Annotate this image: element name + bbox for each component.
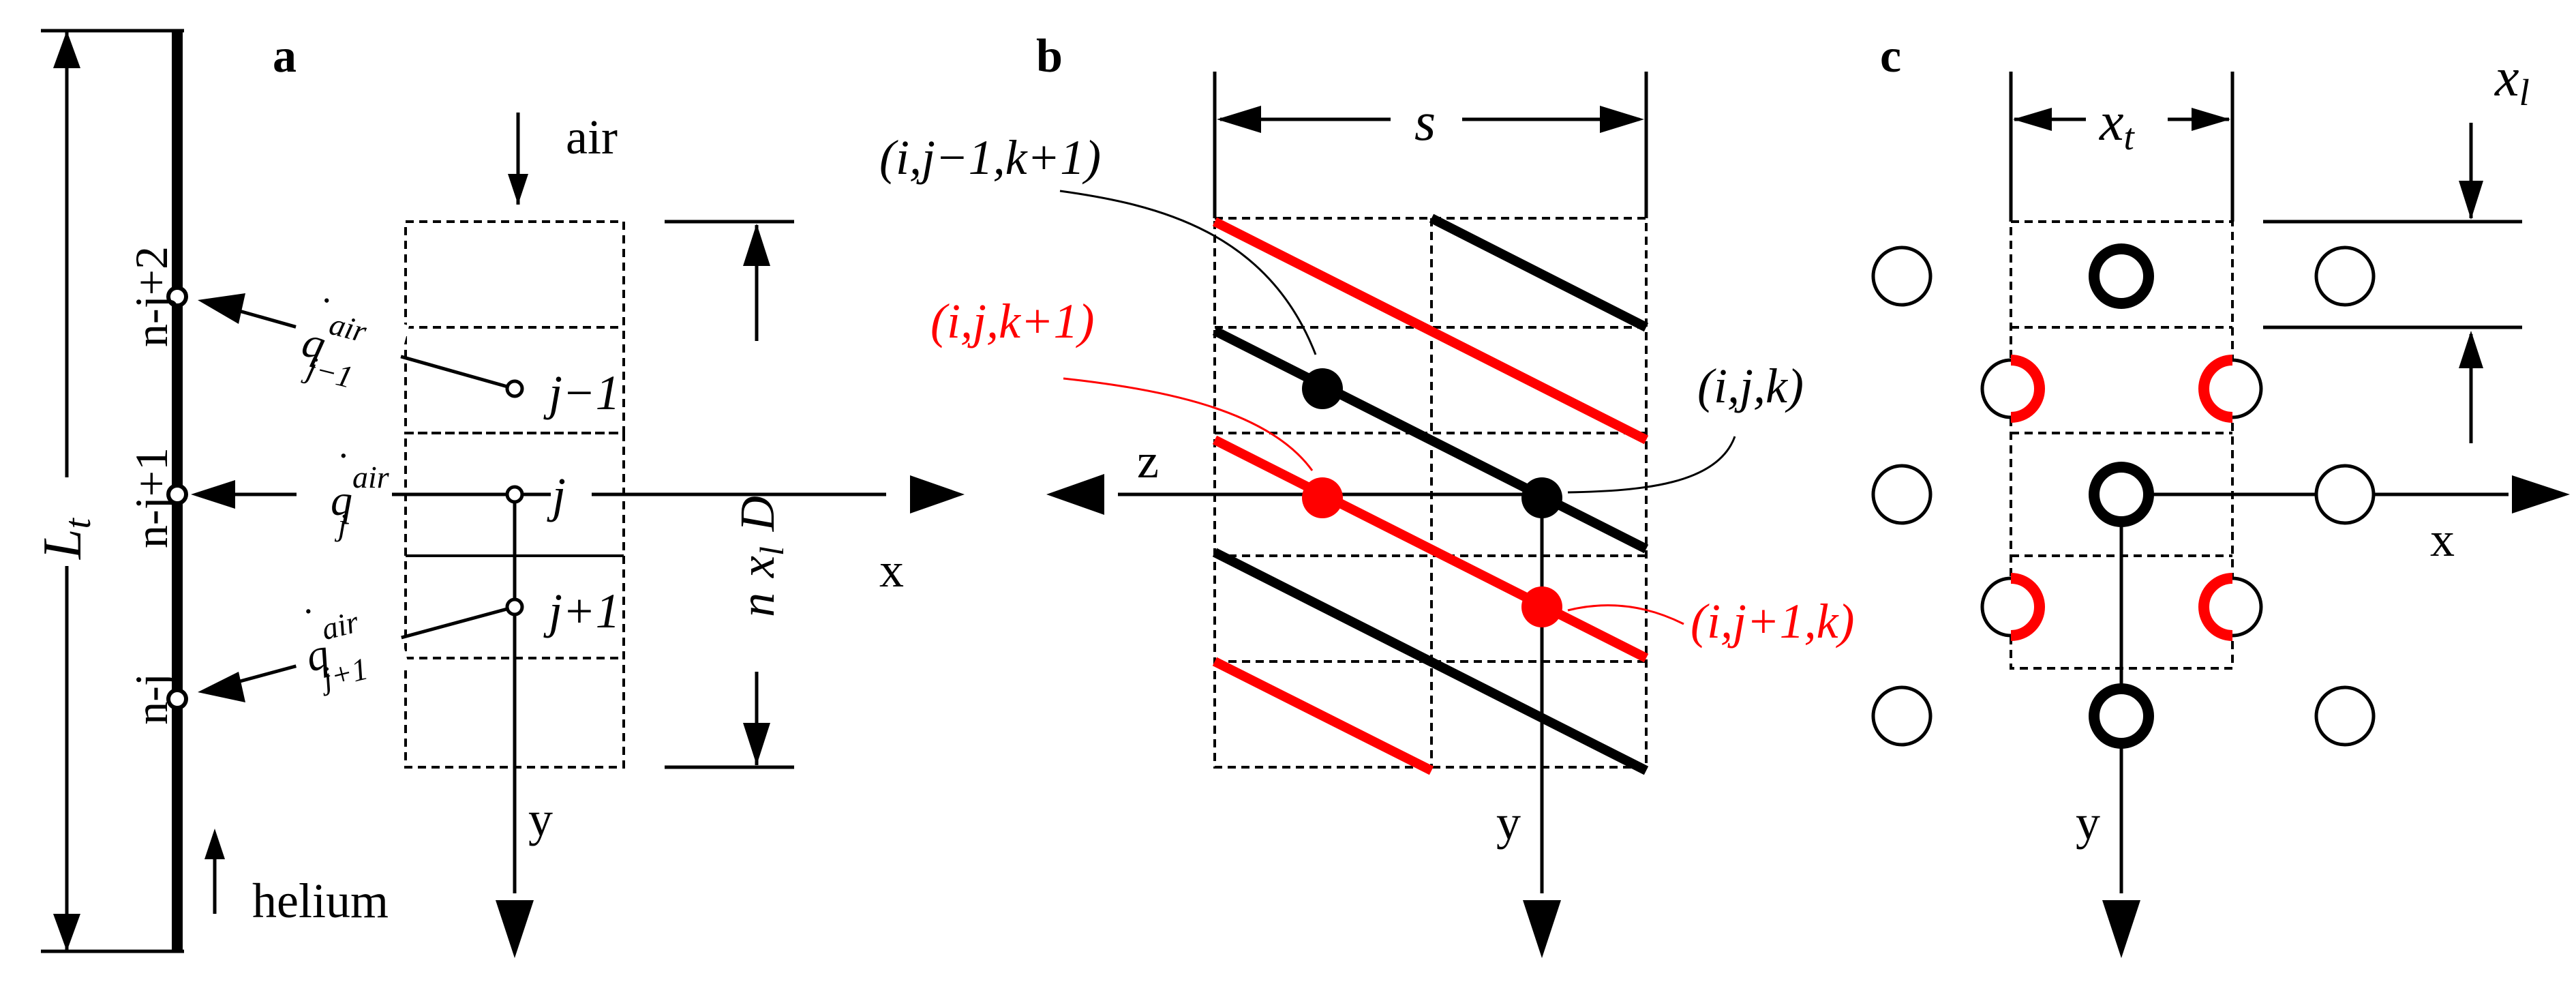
arrow-down-icon [508, 174, 528, 205]
red-half-arc [2198, 573, 2233, 641]
x-axis-label: x [879, 543, 904, 597]
longitudinal-pitch-label: xl [2494, 48, 2530, 113]
heat-flux-dot-middle: ˙ [334, 445, 348, 490]
fin-red [1212, 217, 1649, 445]
point-black [1521, 477, 1562, 518]
leader-line [1063, 377, 1314, 471]
label-mask [286, 600, 410, 696]
arrow-down-icon [2459, 181, 2483, 220]
tube-circle-bold [2089, 683, 2154, 749]
transverse-pitch-label: xt [2099, 92, 2136, 158]
row-label-bottom: j+1 [543, 584, 620, 638]
panel-a: a Lt n-j+2 n-j+1 n-j air [33, 29, 965, 958]
row-node [505, 597, 524, 616]
tube-node [166, 286, 188, 308]
label-mask [48, 477, 86, 566]
row-node [505, 379, 524, 398]
arrow-down-icon [743, 723, 770, 765]
arrow-down-icon [53, 914, 80, 951]
tube-circle-bold [2089, 462, 2154, 527]
z-axis-label: z [1137, 434, 1159, 488]
point-label-i-j-k: (i,j,k) [1697, 359, 1804, 413]
arrow-left-icon [2013, 108, 2052, 131]
label-mask [286, 297, 410, 392]
arrow-right-icon [1600, 106, 1644, 133]
arrow-up-icon [2459, 331, 2483, 368]
fin-black [1429, 213, 1649, 332]
tube-circle [2314, 685, 2376, 747]
fin-red [1212, 435, 1649, 663]
arrow-up-icon [53, 31, 80, 68]
red-arc-group [2010, 355, 2233, 641]
arrow-left-icon [1217, 106, 1261, 133]
y-axis-label: y [528, 792, 553, 846]
panel-b: b s z y [879, 30, 1855, 958]
tube-circle [1871, 246, 1933, 307]
arrow-down-icon [496, 900, 534, 958]
red-half-arc [2010, 355, 2045, 423]
panel-c-label: c [1880, 30, 1901, 83]
row-node [505, 485, 524, 504]
label-mask [297, 471, 392, 525]
arrow-up-icon [204, 829, 225, 859]
panel-b-label: b [1036, 30, 1063, 83]
tube-circle [2314, 464, 2376, 525]
height-label: nxlD [730, 496, 791, 617]
arrow-left-icon [1046, 474, 1104, 515]
row-label-top: j−1 [543, 366, 620, 420]
red-half-arc [2198, 355, 2233, 423]
leader-line [1567, 436, 1736, 494]
arrow-right-icon [2512, 475, 2570, 514]
node-label-middle: n-j+1 [125, 447, 177, 548]
arrow-up-icon [743, 224, 770, 266]
point-label-i-jp1-k: (i,j+1,k) [1691, 594, 1855, 649]
arrow-left-icon [198, 672, 245, 702]
tube-node [166, 688, 188, 710]
tube-circle [1871, 685, 1933, 747]
tube-length-label: Lt [33, 518, 98, 561]
red-half-arc [2010, 573, 2045, 641]
helium-label: helium [252, 874, 389, 928]
point-red [1302, 477, 1343, 518]
tube-array-bold [2089, 243, 2154, 749]
tube-circle [1871, 464, 1933, 525]
tube-node [166, 483, 188, 505]
leader-line [1059, 190, 1317, 355]
tube-circle [2314, 246, 2376, 307]
arrow-right-icon [2192, 108, 2230, 131]
panel-c: c xt xl x y [1871, 30, 2570, 958]
label-mask [551, 471, 592, 525]
panel-a-label: a [273, 30, 297, 83]
point-label-i-j-kp1: (i,j,k+1) [930, 294, 1095, 348]
arrow-down-icon [2102, 900, 2140, 958]
fin-black [1212, 326, 1649, 554]
leader-line [1567, 604, 1684, 625]
arrow-right-icon [910, 475, 965, 514]
y-axis-label: y [1496, 795, 1521, 850]
arrow-left-icon [198, 293, 245, 324]
point-label-i-jm1-kp1: (i,j−1,k+1) [879, 130, 1101, 185]
node-label-top: n-j+2 [125, 246, 177, 347]
arrow-down-icon [1523, 900, 1561, 958]
node-label-bottom: n-j [125, 673, 177, 725]
point-red [1521, 586, 1562, 627]
fin-red [1212, 657, 1434, 775]
point-black [1302, 368, 1343, 409]
arrow-left-icon [191, 480, 235, 509]
fin-black [1212, 548, 1649, 775]
x-axis-label: x [2430, 512, 2455, 567]
tube-circle-bold [2089, 243, 2154, 309]
air-label: air [566, 110, 618, 164]
y-axis-label: y [2076, 795, 2100, 850]
spacing-label: s [1414, 92, 1436, 152]
